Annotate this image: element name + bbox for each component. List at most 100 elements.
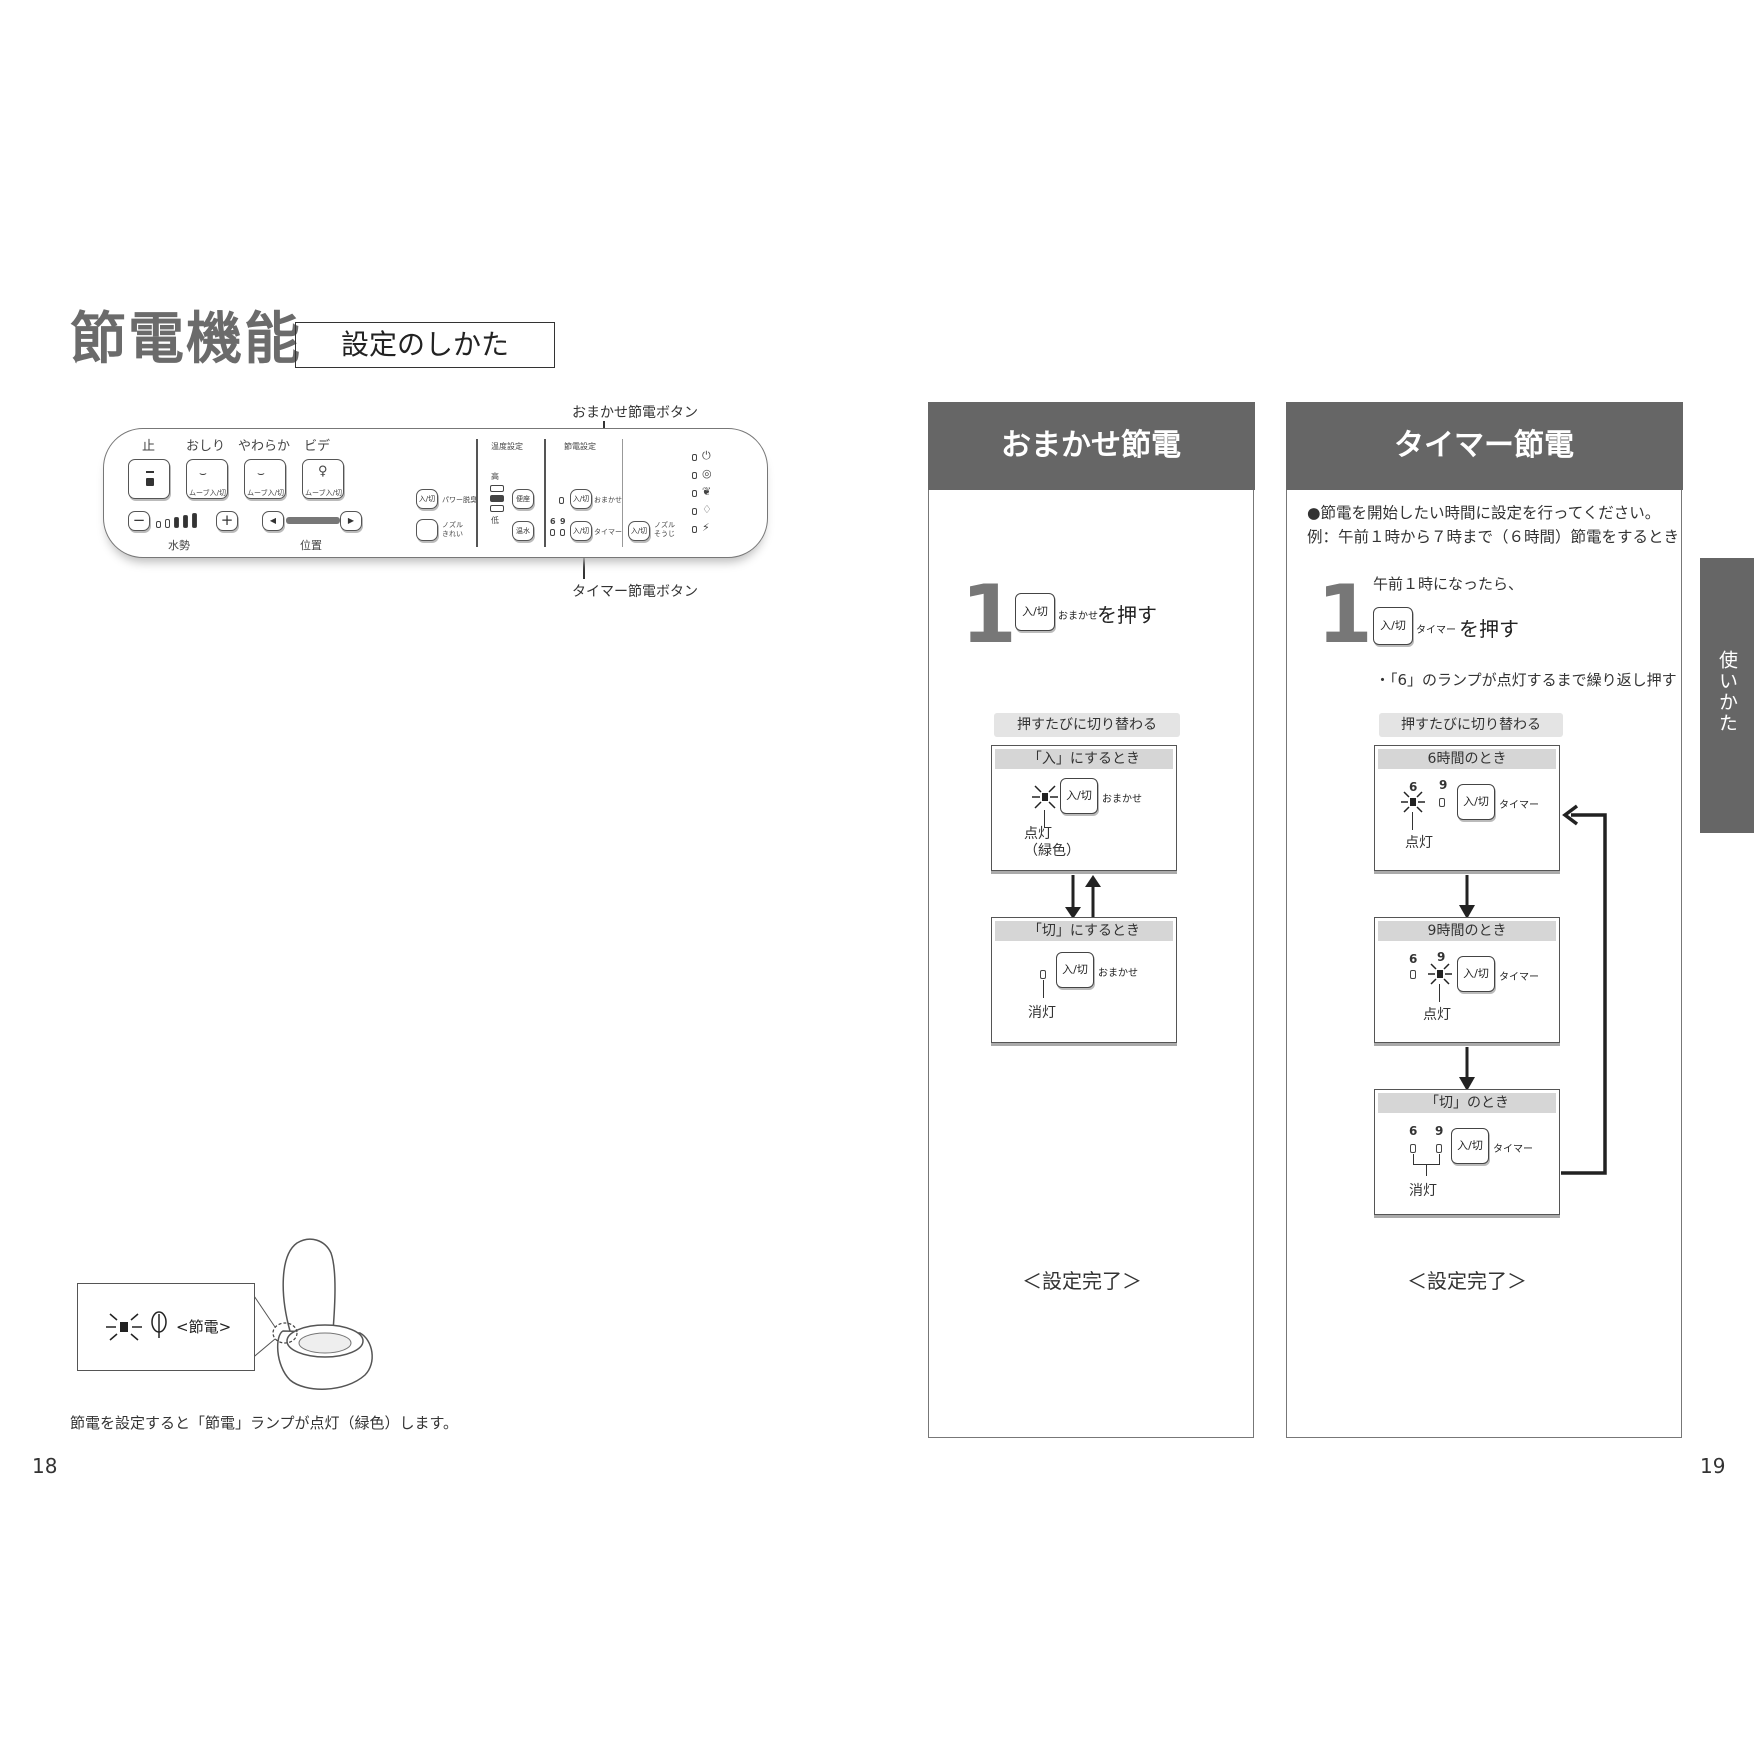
panel-divider [476,439,478,547]
state-9-hours: 9時間のとき 6 9 入/切 タイマー 点灯 [1374,917,1560,1043]
timer-button-label: タイマー [1416,625,1456,636]
omakase-onoff-button[interactable]: 入/切 [1056,952,1094,988]
loop-back-arrow [1561,804,1607,1175]
panel-divider [622,439,623,547]
step-note: ・「6」のランプが点灯するまで繰り返し押す [1375,671,1677,689]
lamp-off-label: 消灯 [1409,1183,1437,1199]
page-number-right: 19 [1700,1454,1726,1478]
eco-setting-label: 節電設定 [564,442,596,451]
omakase-onoff-button[interactable]: 入/切 [1015,593,1055,631]
toggle-pill: 押すたびに切り替わる [1379,713,1563,737]
page-number-left: 18 [32,1454,58,1478]
timer-intro: ●節電を開始したい時間に設定を行ってください。 [1307,504,1661,522]
nozzle-souji-label: ノズル そうじ [654,521,675,538]
step-instruction: を押す [1459,617,1519,641]
oshiri-button[interactable]: ⌣ ムーブ入/切 [186,459,228,499]
position-slider[interactable] [286,517,340,524]
on-state-box: 「入」にするとき 入/切 おまかせ 点灯 （緑色） [991,745,1177,871]
water-minus-button[interactable]: − [128,511,150,531]
timer-eco-button[interactable]: 入/切 [570,521,592,541]
nozzle-clean-button[interactable] [416,519,438,541]
lamp-off-icon [1040,970,1046,979]
leaf-icon [151,1311,167,1338]
timer-example: 例：午前１時から７時まで（６時間）節電をするとき [1307,528,1680,546]
remote-control-panel: 止 おしり やわらか ビデ ⌣ ムーブ入/切 ⌣ ムーブ入/切 ♀ ムーブ入/切… [103,428,768,558]
label-oshiri: おしり [186,439,226,454]
label-bidet: ビデ [304,439,331,454]
water-level-indicator [156,513,216,529]
lamp-lit-icon [1032,785,1058,809]
label-stop: 止 [142,439,156,454]
label-yawaraka: やわらか [238,439,291,454]
off-state-box: 「切」にするとき 入/切 おまかせ 消灯 [991,917,1177,1043]
power-deodor-button[interactable]: 入/切 [416,489,438,509]
timer-button-label: タイマー [1499,800,1539,811]
timer-header: タイマー節電 [1285,401,1683,490]
toggle-arrows [1065,875,1101,919]
nozzle-clean-label: ノズル きれい [442,521,463,538]
eco-lamp-lit-icon [106,1313,142,1341]
nozzle-icon: ⚡ [702,521,710,534]
water-plus-button[interactable]: + [216,511,238,531]
panel-divider [544,439,546,547]
side-tab-usage: 使いかた [1700,558,1754,833]
timer-label: タイマー [594,528,622,536]
on-state-title: 「入」にするとき [995,749,1173,769]
omakase-header: おまかせ節電 [927,401,1255,490]
omakase-button-label: おまかせ [1058,611,1098,622]
timer-onoff-button[interactable]: 入/切 [1457,956,1495,992]
toggle-pill: 押すたびに切り替わる [994,713,1180,737]
position-left-button[interactable]: ◀ [262,511,284,531]
lamp-on-label: 点灯 （緑色） [1024,826,1080,859]
hour-6-label: 6 [550,517,556,526]
down-arrow [1459,1047,1475,1091]
omakase-onoff-button[interactable]: 入/切 [1060,778,1098,814]
power-icon: ⏻ [702,449,711,462]
timer-onoff-button[interactable]: 入/切 [1373,607,1413,645]
omakase-button-label: おまかせ [1098,968,1138,979]
eco-lamp-label: <節電> [176,1318,232,1336]
state-6-hours: 6時間のとき 6 9 入/切 タイマー 点灯 [1374,745,1560,871]
state-off-title: 「切」のとき [1378,1093,1556,1113]
callout-timer-line [583,543,585,579]
step-number: 1 [1317,568,1373,661]
timer-button-label: タイマー [1499,972,1539,983]
setting-complete: ＜設定完了＞ [1407,1269,1527,1293]
omakase-label: おまかせ [594,496,622,504]
step-instruction: を押す [1097,603,1157,627]
temp-low-label: 低 [491,516,499,525]
leaf-icon: ❦ [702,485,712,498]
callout-omakase: おまかせ節電ボタン [572,405,698,421]
stop-button[interactable] [128,459,170,499]
power-deodor-label: パワー脱臭 [442,496,477,504]
lamp-lit-icon [1428,963,1452,985]
timer-onoff-button[interactable]: 入/切 [1451,1128,1489,1164]
temp-high-label: 高 [491,472,499,481]
state-off: 「切」のとき 6 9 入/切 タイマー 消灯 [1374,1089,1560,1215]
setting-complete: ＜設定完了＞ [1022,1269,1142,1293]
nozzle-souji-button[interactable]: 入/切 [628,521,650,541]
timer-column: タイマー節電 ●節電を開始したい時間に設定を行ってください。 例：午前１時から７… [1285,401,1683,1438]
omakase-button-label: おまかせ [1102,794,1142,805]
position-label: 位置 [300,539,322,552]
lamp-on-label: 点灯 [1423,1007,1451,1023]
down-arrow [1459,875,1475,919]
water-label: 水勢 [168,539,190,552]
omakase-eco-button[interactable]: 入/切 [570,489,592,509]
off-state-title: 「切」にするとき [995,921,1173,941]
section-subtitle: 設定のしかた [295,322,555,368]
timer-onoff-button[interactable]: 入/切 [1457,784,1495,820]
position-right-button[interactable]: ▶ [340,511,362,531]
page-title: 節電機能 [70,307,302,372]
water-drop-icon: ♢ [702,503,712,516]
step-number: 1 [961,568,1017,661]
state-6-title: 6時間のとき [1378,749,1556,769]
seat-temp-button[interactable]: 便座 [512,489,534,509]
bidet-button[interactable]: ♀ ムーブ入/切 [302,459,344,499]
callout-timer: タイマー節電ボタン [572,584,698,600]
yawaraka-button[interactable]: ⌣ ムーブ入/切 [244,459,286,499]
water-temp-button[interactable]: 温水 [512,521,534,541]
omakase-column: おまかせ節電 1 入/切 おまかせ を押す 押すたびに切り替わる 「入」にすると… [927,401,1255,1438]
eco-caption: 節電を設定すると「節電」ランプが点灯（緑色）します。 [70,1414,459,1432]
eco-lamp-callout: <節電> [77,1283,255,1371]
